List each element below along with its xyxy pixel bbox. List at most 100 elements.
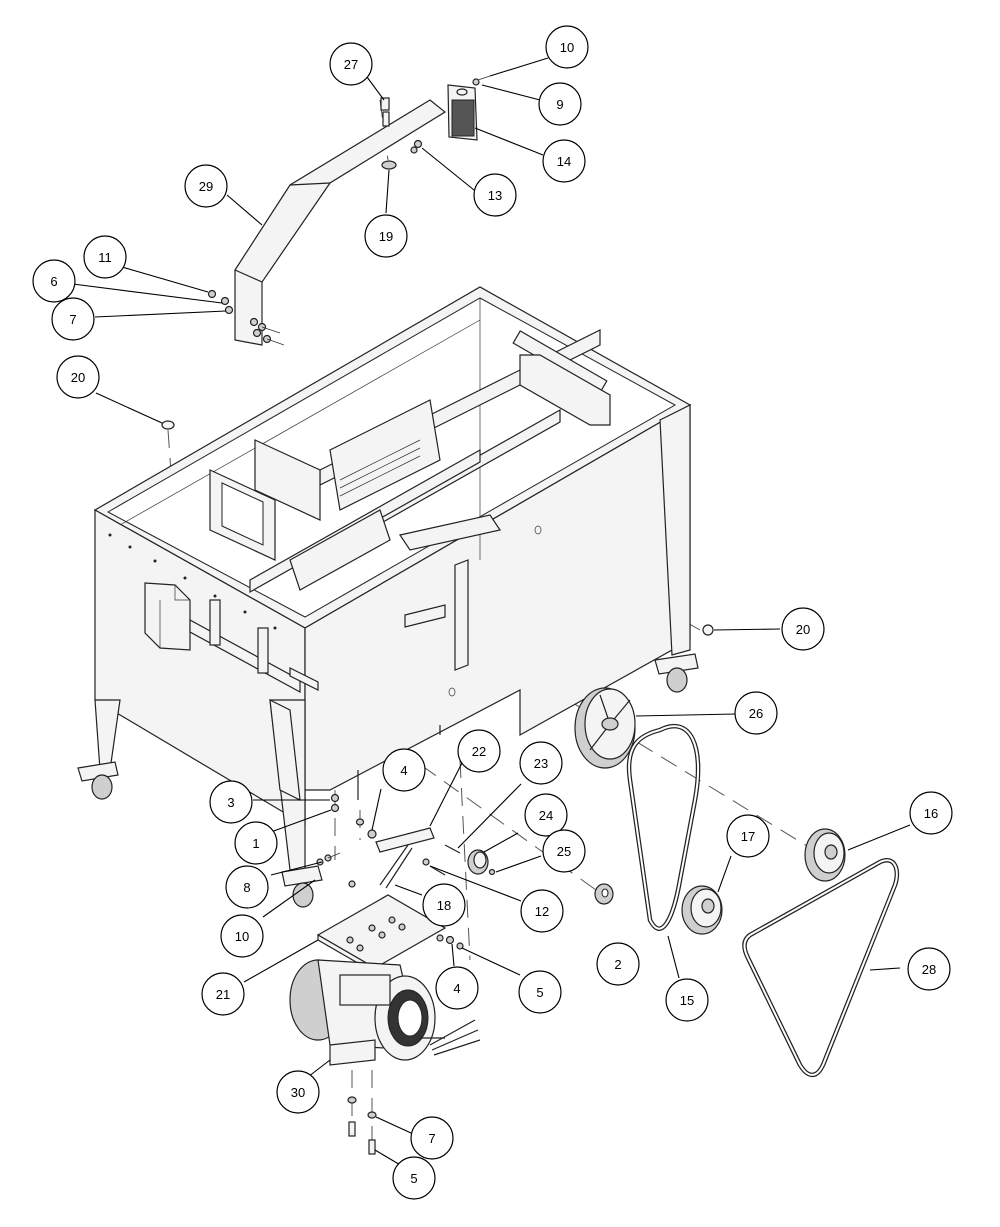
callout-26: 26 (734, 691, 778, 735)
callout-circle (184, 164, 228, 208)
callout-circle (209, 780, 253, 824)
callout-4: 4 (382, 748, 426, 792)
callout-circle (382, 748, 426, 792)
overhead-arm-assembly (207, 97, 447, 346)
callout-16: 16 (909, 791, 953, 835)
callout-20: 20 (781, 607, 825, 651)
arm-bolt-group (207, 289, 285, 346)
callout-circle (596, 942, 640, 986)
callout-circle (909, 791, 953, 835)
callout-2: 2 (596, 942, 640, 986)
callout-21: 21 (201, 972, 245, 1016)
callout-12: 12 (520, 889, 564, 933)
callout-20: 20 (56, 355, 100, 399)
pulley-stepped (681, 885, 723, 935)
callout-25: 25 (542, 829, 586, 873)
callout-circle (51, 297, 95, 341)
callout-label: 22 (472, 744, 486, 759)
junction-box (144, 582, 191, 651)
callout-circle (201, 972, 245, 1016)
callout-17: 17 (726, 814, 770, 858)
callout-label: 25 (557, 844, 571, 859)
caster-front-left (77, 761, 119, 800)
callout-6: 6 (32, 259, 76, 303)
motor-base-hardware (347, 1096, 377, 1155)
callout-label: 13 (488, 188, 502, 203)
callout-circle (520, 889, 564, 933)
caster-front-right (281, 865, 323, 908)
callout-label: 10 (560, 40, 574, 55)
belt-small (626, 723, 701, 931)
callout-29: 29 (184, 164, 228, 208)
belt-large (742, 858, 900, 1078)
pulley-large (574, 687, 636, 769)
caster-back-right (654, 653, 699, 693)
callout-7: 7 (51, 297, 95, 341)
callout-circle (392, 1156, 436, 1200)
callout-5: 5 (392, 1156, 436, 1200)
callout-label: 12 (535, 904, 549, 919)
callout-label: 20 (71, 370, 85, 385)
callout-label: 24 (539, 808, 553, 823)
callout-19: 19 (364, 214, 408, 258)
callout-circle (83, 235, 127, 279)
callout-circle (734, 691, 778, 735)
tensioner-linkage (330, 793, 496, 889)
callout-27: 27 (329, 42, 373, 86)
callout-circle (422, 883, 466, 927)
callout-label: 7 (69, 312, 76, 327)
callout-circle (234, 821, 278, 865)
callout-label: 4 (453, 981, 460, 996)
callout-15: 15 (665, 978, 709, 1022)
callout-label: 5 (410, 1171, 417, 1186)
carriage-teeth (339, 439, 421, 497)
callout-22: 22 (457, 729, 501, 773)
callout-3: 3 (209, 780, 253, 824)
callout-30: 30 (276, 1070, 320, 1114)
callout-10: 10 (545, 25, 589, 69)
leader-lines (72, 57, 911, 1167)
callout-label: 27 (344, 57, 358, 72)
callout-11: 11 (83, 235, 127, 279)
callout-4: 4 (435, 966, 479, 1010)
pulley-motor (804, 828, 846, 882)
callout-circle (32, 259, 76, 303)
callout-1: 1 (234, 821, 278, 865)
callout-label: 16 (924, 806, 938, 821)
bushing-small (594, 883, 614, 905)
callout-label: 14 (557, 154, 571, 169)
callout-label: 3 (227, 795, 234, 810)
callout-14: 14 (542, 139, 586, 183)
callout-circle (435, 966, 479, 1010)
callout-label: 9 (556, 97, 563, 112)
callout-label: 29 (199, 179, 213, 194)
callout-label: 18 (437, 898, 451, 913)
callout-circle (907, 947, 951, 991)
callout-7: 7 (410, 1116, 454, 1160)
main-cabinet (77, 286, 699, 908)
callout-23: 23 (519, 741, 563, 785)
callout-label: 4 (400, 763, 407, 778)
callout-label: 1 (252, 836, 259, 851)
cabinet-rivets (108, 533, 277, 630)
callout-circle (364, 214, 408, 258)
callout-label: 17 (741, 829, 755, 844)
callout-circle (781, 607, 825, 651)
callout-bubbles: 2710914131929116720202622234312425161781… (32, 25, 953, 1200)
callout-label: 5 (536, 985, 543, 1000)
callout-circle (726, 814, 770, 858)
callout-circle (545, 25, 589, 69)
motor-wires (429, 1019, 481, 1056)
washers-misc (161, 420, 714, 826)
callout-13: 13 (473, 173, 517, 217)
callout-circle (329, 42, 373, 86)
callout-8: 8 (225, 865, 269, 909)
callout-circle (665, 978, 709, 1022)
callout-label: 8 (243, 880, 250, 895)
callout-circle (542, 139, 586, 183)
callout-circle (56, 355, 100, 399)
callout-label: 21 (216, 987, 230, 1002)
callout-label: 20 (796, 622, 810, 637)
callout-9: 9 (538, 82, 582, 126)
